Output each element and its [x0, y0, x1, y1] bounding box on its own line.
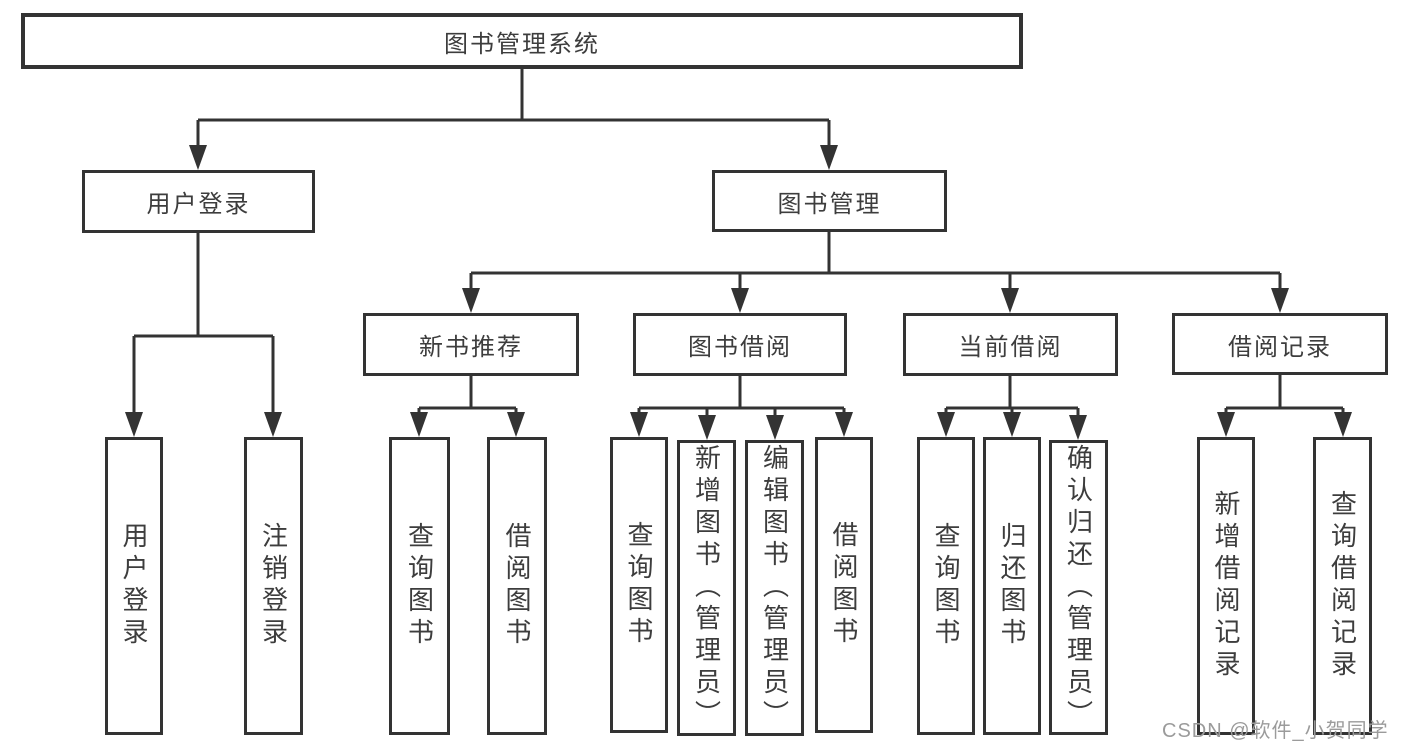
watermark: CSDN @软件_小贺同学 — [1162, 720, 1389, 742]
node-user-login: 用户登录 — [82, 170, 315, 233]
leaf-cb-return-books: 归还图书 — [983, 437, 1041, 735]
leaf-bb-borrow-books: 借阅图书 — [815, 437, 873, 733]
leaf-cb-query-books: 查询图书 — [917, 437, 975, 735]
connector-borrow-records — [1217, 375, 1352, 437]
leaf-rec-query-books: 查询图书 — [389, 437, 450, 735]
node-root: 图书管理系统 — [21, 13, 1023, 69]
leaf-user-login: 用户登录 — [105, 437, 163, 735]
node-borrow-records: 借阅记录 — [1172, 313, 1388, 375]
leaf-br-add-record: 新增借阅记录 — [1197, 437, 1255, 735]
node-new-book-rec: 新书推荐 — [363, 313, 579, 376]
connector-new-book-rec — [410, 376, 525, 437]
leaf-rec-borrow-books: 借阅图书 — [487, 437, 547, 735]
leaf-bb-add-books: 新增图书（管理员） — [677, 440, 736, 736]
connector-book-mgmt — [462, 232, 1289, 313]
node-book-borrow: 图书借阅 — [633, 313, 847, 376]
node-book-mgmt: 图书管理 — [712, 170, 947, 232]
leaf-br-query-record: 查询借阅记录 — [1313, 437, 1372, 735]
connector-root — [189, 69, 838, 170]
leaf-bb-edit-books: 编辑图书（管理员） — [745, 440, 804, 736]
connector-current-borrow — [937, 376, 1087, 440]
leaf-logout: 注销登录 — [244, 437, 303, 735]
leaf-bb-query-books: 查询图书 — [610, 437, 668, 733]
node-current-borrow: 当前借阅 — [903, 313, 1118, 376]
leaf-cb-confirm-return: 确认归还（管理员） — [1049, 440, 1108, 735]
connector-book-borrow — [630, 376, 853, 440]
connector-user-login — [125, 233, 282, 437]
